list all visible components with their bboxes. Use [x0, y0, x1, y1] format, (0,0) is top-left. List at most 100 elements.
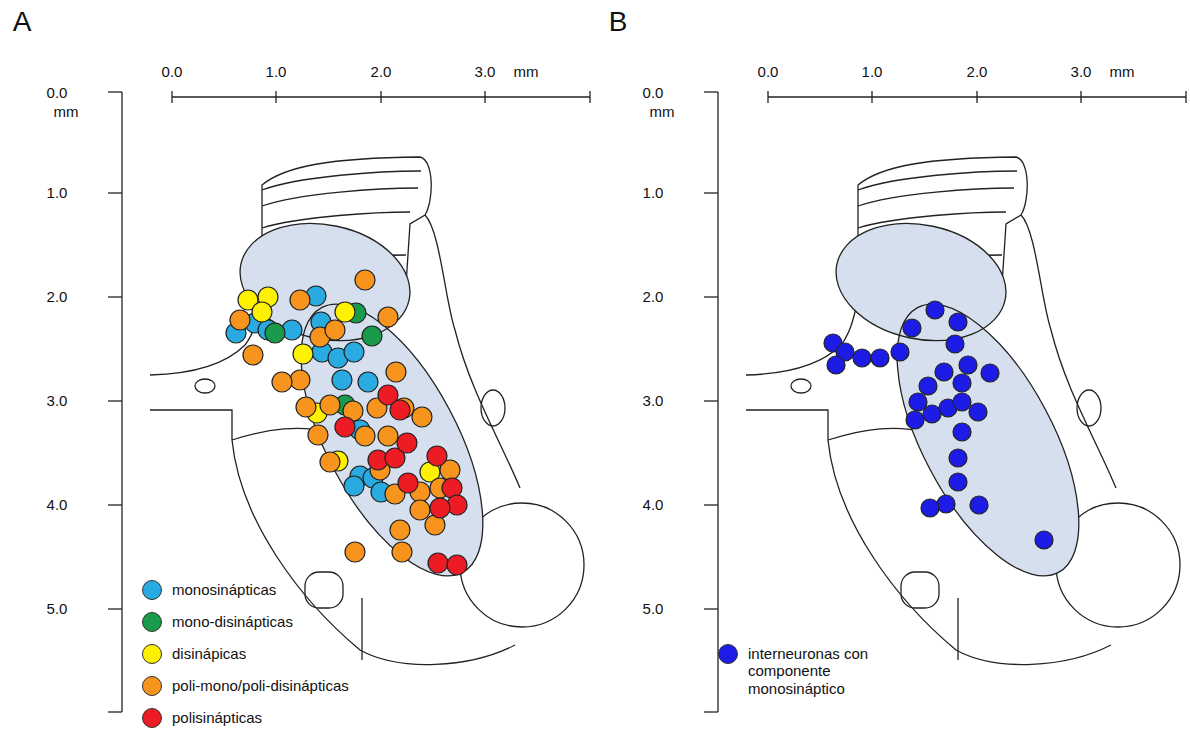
neuron-dot — [935, 363, 953, 381]
axis-label: 3.0 — [643, 393, 664, 410]
axis-label: 2.0 — [47, 289, 68, 306]
axis-label: 1.0 — [643, 185, 664, 202]
axis-unit: mm — [1110, 64, 1135, 81]
neuron-dot — [903, 319, 921, 337]
neuron-dot — [953, 374, 971, 392]
axis-label: 0.0 — [758, 64, 779, 81]
legend-swatch — [142, 612, 162, 632]
neuron-dot — [378, 307, 398, 327]
legend-text: mono-disinápticas — [170, 613, 295, 630]
axis-label: 5.0 — [47, 601, 68, 618]
neuron-dot — [410, 500, 430, 520]
neuron-dot — [378, 426, 398, 446]
legend-text: poli-mono/poli-disinápticas — [170, 677, 351, 694]
neuron-dot — [230, 310, 250, 330]
neuron-dot — [252, 302, 272, 322]
legend-swatch — [718, 644, 738, 664]
neuron-dot — [923, 405, 941, 423]
neuron-dot — [412, 407, 432, 427]
neuron-dot — [355, 426, 375, 446]
axis-unit: mm — [54, 104, 79, 121]
legend-swatch — [142, 580, 162, 600]
axis-label: 3.0 — [1071, 64, 1092, 81]
neuron-dot — [827, 356, 845, 374]
neuron-dot — [335, 302, 355, 322]
legend-text: polisinápticas — [170, 709, 264, 726]
axis-label: 4.0 — [643, 497, 664, 514]
axis-label: 0.0 — [643, 85, 664, 102]
neuron-dot — [959, 356, 977, 374]
neuron-dot — [325, 320, 345, 340]
neuron-dot — [919, 377, 937, 395]
neuron-dot — [390, 520, 410, 540]
neuron-dot — [949, 473, 967, 491]
neuron-dot — [853, 349, 871, 367]
neuron-dot — [293, 344, 313, 364]
neuron-dot — [906, 411, 924, 429]
neuron-dot — [926, 301, 944, 319]
axis-label: 2.0 — [967, 64, 988, 81]
neuron-dot — [953, 393, 971, 411]
legend-swatch — [142, 708, 162, 728]
neuron-dot — [290, 290, 310, 310]
neuron-dot — [891, 343, 909, 361]
neuron-dot — [981, 364, 999, 382]
neuron-dot — [344, 476, 364, 496]
neuron-dot — [386, 362, 406, 382]
neuron-dot — [320, 452, 340, 472]
axis-label: 3.0 — [47, 393, 68, 410]
neuron-dot — [290, 370, 310, 390]
neuron-dot — [243, 345, 263, 365]
neuron-dot — [332, 370, 352, 390]
neuron-dot — [397, 433, 417, 453]
legend-entry: disinápicas — [142, 644, 248, 664]
neuron-dot — [344, 342, 364, 362]
panel-letter: B — [609, 7, 628, 38]
neuron-dot — [320, 395, 340, 415]
neuron-dot — [1035, 531, 1053, 549]
neuron-dot — [949, 313, 967, 331]
axis-label: 4.0 — [47, 497, 68, 514]
axis-label: 2.0 — [371, 64, 392, 81]
neuron-dot — [335, 417, 355, 437]
neuron-dot — [308, 425, 328, 445]
neuron-dot — [937, 495, 955, 513]
axis-label: 1.0 — [266, 64, 287, 81]
legend-entry: polisinápticas — [142, 708, 264, 728]
panel-letter: A — [13, 7, 32, 38]
neuron-dot — [427, 446, 447, 466]
axis-unit: mm — [514, 64, 539, 81]
legend-text: disinápicas — [170, 645, 248, 662]
legend-entry: poli-mono/poli-disinápticas — [142, 676, 351, 696]
neuron-dot — [265, 323, 285, 343]
neuron-dot — [430, 498, 450, 518]
neuron-dot — [970, 496, 988, 514]
axis-label: 1.0 — [862, 64, 883, 81]
legend-text: interneuronas con componente monosinápti… — [746, 645, 890, 697]
legend-entry: interneuronas con componente monosinápti… — [718, 645, 890, 697]
axis-label: 0.0 — [47, 85, 68, 102]
neuron-dot — [392, 542, 412, 562]
neuron-dot — [296, 397, 316, 417]
neuron-dot — [355, 270, 375, 290]
neuron-dot — [345, 542, 365, 562]
neuron-dot — [946, 335, 964, 353]
neuron-dot — [428, 553, 448, 573]
neuron-dot — [949, 449, 967, 467]
neuron-dot — [390, 400, 410, 420]
neuron-dot — [921, 499, 939, 517]
axis-unit: mm — [650, 104, 675, 121]
neuron-dot — [871, 349, 889, 367]
axis-label: 3.0 — [475, 64, 496, 81]
legend-text: monosinápticas — [170, 581, 278, 598]
neuron-dot — [969, 403, 987, 421]
legend-swatch — [142, 644, 162, 664]
neuron-dot — [272, 372, 292, 392]
axis-label: 5.0 — [643, 601, 664, 618]
neuron-dot — [447, 555, 467, 575]
legend-swatch — [142, 676, 162, 696]
axis-label: 1.0 — [47, 185, 68, 202]
legend-entry: mono-disinápticas — [142, 612, 295, 632]
axis-label: 0.0 — [162, 64, 183, 81]
